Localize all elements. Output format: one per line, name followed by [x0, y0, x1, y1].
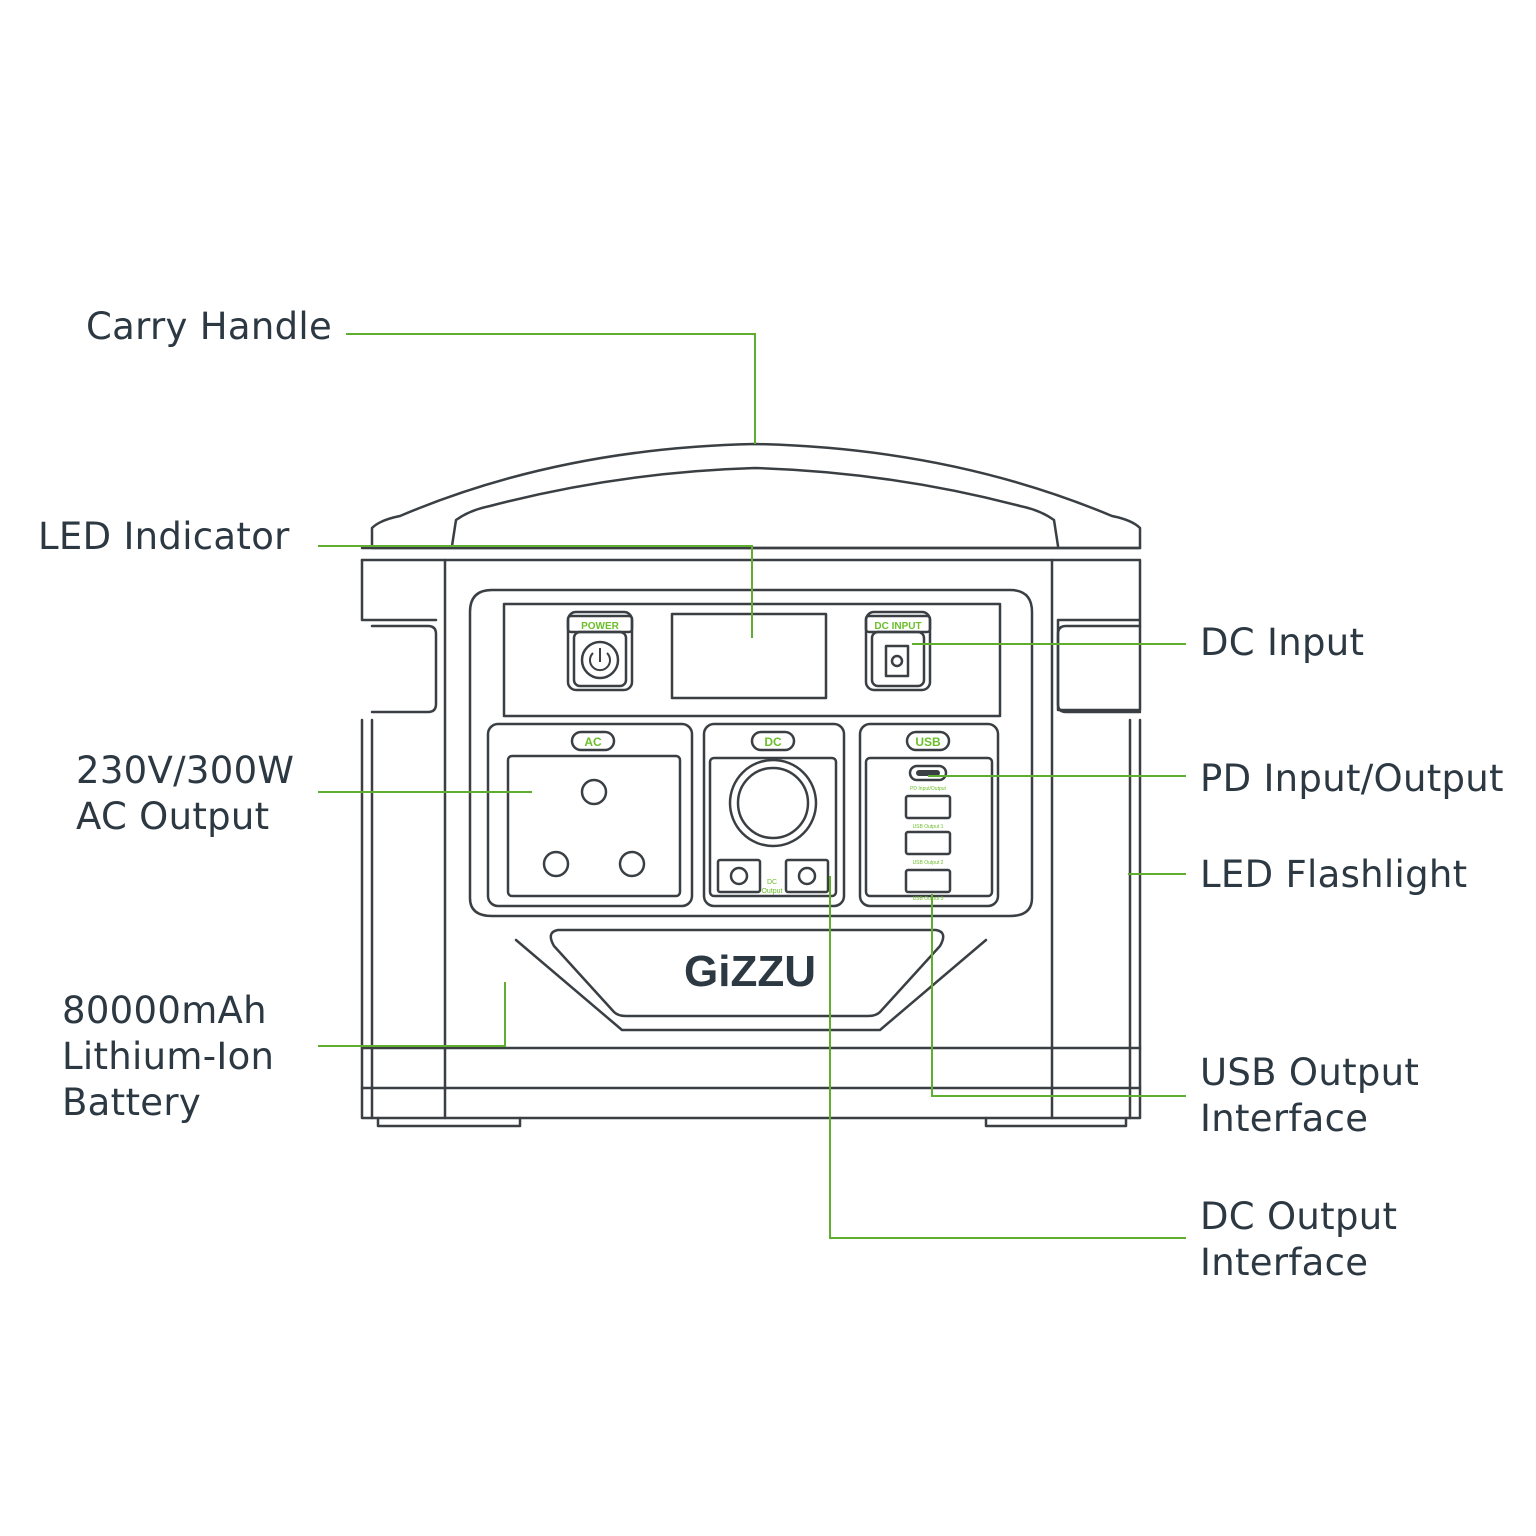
carry-handle: [370, 442, 1142, 550]
dc-input-housing: [864, 610, 932, 692]
leader-battery: [318, 982, 506, 1047]
usb3-small-label: USB Output 3: [913, 896, 944, 902]
usb2-small-label: USB Output 2: [913, 860, 944, 866]
leader-usb-output: [931, 894, 1186, 1097]
car-socket: [728, 758, 818, 848]
dc-label: DC: [764, 735, 782, 749]
callout-battery-line-3: Battery: [62, 1081, 202, 1124]
pd-small-label: PD Input/Output: [910, 786, 946, 792]
callout-led-indicator-line-1: LED Indicator: [38, 515, 290, 558]
leader-dc-output: [829, 876, 1186, 1239]
ac-label: AC: [584, 735, 602, 749]
callout-carry-handle-line-1: Carry Handle: [86, 305, 333, 348]
callout-usb-output-line-1: USB Output: [1200, 1051, 1420, 1094]
callout-led-flashlight: LED Flashlight: [1200, 852, 1467, 898]
main-body: [360, 718, 1142, 1120]
dc-output-small-1: DC: [767, 879, 777, 886]
right-side-grip: [1056, 624, 1142, 714]
leader-led-indicator: [318, 545, 753, 638]
dc-output-small-2: Output: [761, 888, 782, 895]
left-side-grip: [370, 624, 438, 714]
upper-body: [360, 558, 1142, 712]
callout-usb-output: USB Output Interface: [1200, 1050, 1419, 1142]
usbc-port-icon: [908, 764, 948, 782]
ac-socket: [506, 754, 682, 898]
handle-grip-opening: [450, 466, 1060, 548]
ac-panel: [486, 722, 694, 908]
usb-panel: [858, 722, 1000, 908]
callout-dc-input: DC Input: [1200, 620, 1364, 666]
usb-label: USB: [915, 735, 941, 749]
callout-dc-output-line-2: Interface: [1200, 1241, 1369, 1284]
dc-panel: [702, 722, 846, 908]
power-housing: [566, 610, 634, 692]
dc-input-label: DC INPUT: [874, 621, 921, 632]
callout-battery: 80000mAh Lithium-Ion Battery: [62, 988, 274, 1126]
logo-plate: [549, 928, 945, 1018]
callout-dc-output-line-1: DC Output: [1200, 1195, 1398, 1238]
front-panel-frame: [468, 588, 1034, 918]
callout-pd-io-line-1: PD Input/Output: [1200, 757, 1504, 800]
callout-led-indicator: LED Indicator: [38, 514, 290, 560]
callout-carry-handle: Carry Handle: [86, 304, 332, 350]
callout-battery-line-2: Lithium-Ion: [62, 1035, 275, 1078]
usb1-small-label: USB Output 1: [913, 824, 944, 830]
callout-ac-output-line-1: 230V/300W: [76, 749, 295, 792]
callout-dc-input-line-1: DC Input: [1200, 621, 1365, 664]
leader-carry-handle: [346, 333, 756, 444]
callout-battery-line-1: 80000mAh: [62, 989, 267, 1032]
callout-led-flashlight-line-1: LED Flashlight: [1200, 853, 1468, 896]
led-display: [670, 612, 828, 700]
brand-logo: GiZZU: [684, 947, 816, 996]
dc-jack-icon: [884, 644, 910, 678]
callout-ac-output: 230V/300W AC Output: [76, 748, 294, 840]
callout-dc-output: DC Output Interface: [1200, 1194, 1397, 1286]
callout-pd-io: PD Input/Output: [1200, 756, 1504, 802]
usb-a-port-icon: [904, 794, 952, 820]
callout-ac-output-line-2: AC Output: [76, 795, 270, 838]
power-label: POWER: [581, 621, 620, 632]
power-icon: [580, 640, 620, 680]
callout-usb-output-line-2: Interface: [1200, 1097, 1369, 1140]
